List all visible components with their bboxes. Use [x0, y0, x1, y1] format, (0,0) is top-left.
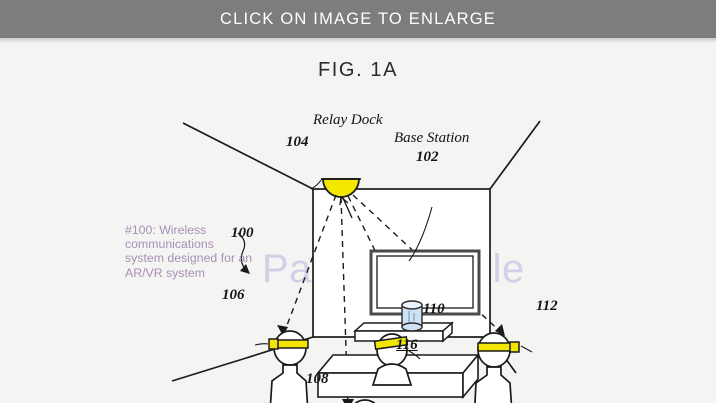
patent-figure-image[interactable]: FIG. 1A Patently Apple — [0, 43, 716, 403]
banner-shadow-divider — [0, 38, 716, 43]
room-ceiling-lines — [182, 120, 541, 190]
relay-dock-device — [321, 178, 361, 198]
leader-line-104 — [310, 179, 322, 190]
banner-label: CLICK ON IMAGE TO ENLARGE — [219, 9, 497, 28]
headset-106 — [268, 338, 309, 350]
wall-mounted-tv — [369, 249, 481, 316]
callout-number-110: 110 — [423, 301, 445, 317]
person-108 — [354, 399, 376, 403]
annotation-text: #100: Wireless communications system des… — [125, 223, 253, 280]
relay-dock-label: Relay Dock — [313, 112, 383, 128]
callout-number-108: 108 — [306, 371, 329, 387]
leader-line-112 — [520, 345, 533, 353]
leader-line-106 — [254, 343, 269, 346]
base-station-label: Base Station — [394, 130, 470, 146]
uplink-arrow — [339, 196, 353, 219]
figure-title: FIG. 1A — [317, 59, 399, 81]
headset-110 — [373, 335, 409, 351]
figure-line-art — [171, 120, 541, 403]
callout-number-102: 102 — [416, 149, 439, 165]
base-station-device — [401, 300, 423, 332]
annotation-pointer — [237, 232, 250, 274]
callout-number-116: 116 — [396, 337, 418, 353]
callout-number-104: 104 — [286, 134, 309, 150]
annotation-reference-number: 100 — [231, 225, 254, 241]
click-to-enlarge-banner[interactable]: CLICK ON IMAGE TO ENLARGE — [0, 0, 716, 38]
leader-line-110 — [408, 350, 421, 360]
callout-number-112: 112 — [536, 298, 558, 314]
headset-112 — [477, 341, 520, 353]
callout-number-106: 106 — [222, 287, 245, 303]
leader-line-102 — [408, 206, 433, 262]
